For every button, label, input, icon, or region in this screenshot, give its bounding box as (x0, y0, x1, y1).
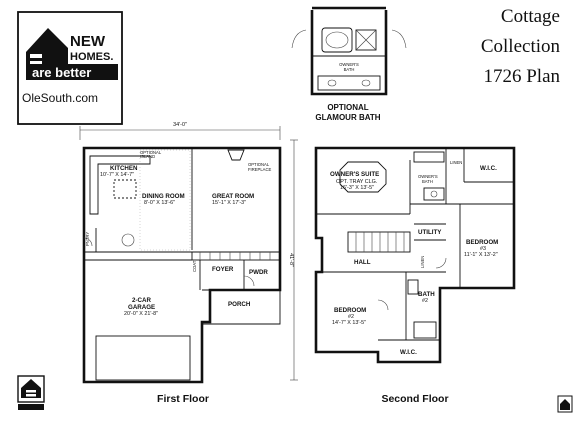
title-line-2: Collection (481, 36, 561, 57)
glamour-caption-1: OPTIONAL (327, 103, 368, 112)
wic2-label: W.I.C. (400, 349, 417, 356)
bedroom2-label: BEDROOM (334, 307, 366, 314)
vanity-shape (317, 75, 381, 91)
equal-housing-icon-right (557, 395, 573, 413)
garage-label: 2-CAR (132, 297, 151, 304)
ff-depth-dim: 41'-8" (288, 253, 294, 267)
bath2-tub (413, 321, 437, 339)
fireplace-label-2: FIREPLACE (248, 167, 271, 172)
island-label: OPTIONAL (140, 150, 162, 155)
brand-logo: NEW HOMES. are better OleSouth.com (17, 11, 123, 125)
hall-label: HALL (354, 259, 371, 266)
ff-width-dim: 34'-0" (173, 122, 187, 128)
glamour-caption-2: GLAMOUR BATH (315, 113, 380, 122)
owners-suite-size: 16'-3" X 13'-5" (340, 185, 374, 191)
first-floor-plan: 34'-0" 41'-8" (79, 122, 298, 384)
bath2-num: #2 (422, 298, 428, 304)
glamour-bath-label: OWNER'S (339, 62, 359, 67)
fireplace-label: OPTIONAL (248, 162, 270, 167)
sf-exterior-wall (314, 146, 516, 364)
utility-label: UTILITY (418, 229, 442, 236)
sf-stairs (347, 231, 411, 253)
logo-line-new: NEW (70, 33, 106, 50)
tray-ceiling-outline (339, 161, 387, 193)
island-label-2: ISLAND (140, 154, 155, 159)
owners-suite-label: OWNER'S SUITE (330, 171, 379, 178)
logo-line-are-better: are better (32, 65, 91, 80)
logo-line-homes: HOMES. (70, 51, 113, 63)
kitchen-size: 10'-7" X 14'-7" (100, 172, 134, 178)
optional-island-outline (113, 179, 137, 199)
bath2-vanity (407, 279, 419, 295)
fireplace-shape (227, 149, 245, 161)
owners-vanity (423, 187, 445, 201)
plan-title: Cottage Collection 1726 Plan (481, 6, 561, 87)
garage-size: 20'-0" X 21'-8" (124, 311, 158, 317)
logo-frame (17, 11, 123, 125)
second-floor-plan: OWNER'S SUITE OPT. TRAY CLG. 16'-3" X 13… (314, 146, 516, 364)
ff-exterior-wall (82, 146, 282, 384)
great-room-size: 15'-1" X 17'-3" (212, 200, 246, 206)
bedroom2-size: 14'-7" X 13'-5" (332, 320, 366, 326)
title-line-1: Cottage (501, 6, 560, 27)
owners-suite-note: OPT. TRAY CLG. (336, 179, 377, 185)
tub-shape (321, 27, 353, 53)
optional-glamour-bath: OWNER'S BATH OPTIONAL GLAMOUR BATH (291, 6, 407, 122)
bedroom3-size: 11'-1" X 13'-2" (464, 252, 498, 258)
bedroom2-num: #2 (348, 314, 354, 320)
second-floor-caption: Second Floor (381, 393, 448, 405)
kitchen-label: KITCHEN (110, 165, 138, 172)
linen-label: LINEN (450, 160, 462, 165)
great-room-label: GREAT ROOM (212, 193, 254, 200)
glamour-bath-label-2: BATH (344, 67, 355, 72)
bedroom3-label: BEDROOM (466, 239, 498, 246)
wic1-label: W.I.C. (480, 165, 497, 172)
pantry-label: PNTRY (85, 232, 90, 246)
coat-label: COAT (192, 260, 197, 272)
kitchen-counter (89, 155, 151, 215)
bath2-label: BATH (418, 291, 435, 298)
first-floor-caption: First Floor (157, 393, 209, 405)
porch-label: PORCH (228, 301, 251, 308)
foyer-label: FOYER (212, 266, 234, 273)
website-url: OleSouth.com (22, 91, 98, 105)
owners-bath-label-2: BATH (422, 179, 433, 184)
table-shape (121, 233, 135, 247)
equal-housing-icon (17, 375, 45, 410)
title-line-3: 1726 Plan (483, 66, 560, 87)
shower-shape (355, 29, 377, 51)
garage-door (95, 335, 191, 381)
dining-label: DINING ROOM (142, 193, 185, 200)
linen2-label: LINEN (420, 256, 425, 268)
garage-label-2: GARAGE (128, 304, 155, 311)
owners-bath-label: OWNER'S (418, 174, 438, 179)
ff-stairs (191, 251, 281, 261)
powder-label: PWDR (249, 269, 268, 276)
dining-size: 8'-0" X 13'-6" (144, 200, 175, 206)
porch-outline (202, 289, 281, 325)
owners-tub (413, 151, 445, 163)
logo-banner (26, 64, 118, 80)
bedroom3-num: #3 (480, 246, 486, 252)
